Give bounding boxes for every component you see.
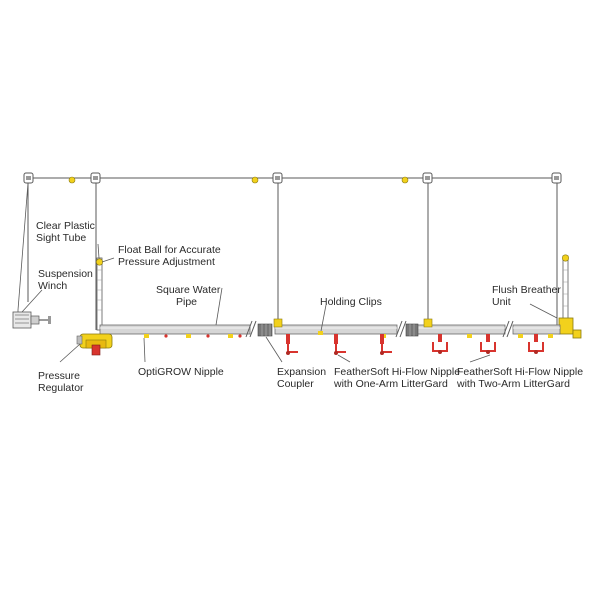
two-arm-littergard-icon [528, 334, 544, 354]
one-arm-littergard-icon [286, 334, 298, 355]
cable-clip-icon [251, 176, 259, 184]
holding-clip-icon [318, 331, 323, 335]
cable-clip-icon [68, 176, 76, 184]
expansion-coupler-icon [257, 323, 273, 337]
two-arm-littergard-icon [480, 334, 496, 354]
leader-line [59, 343, 81, 363]
label-holding-clips: Holding Clips [320, 296, 382, 308]
sight-tube-icon [96, 257, 104, 331]
water-pipe [99, 324, 251, 335]
leader-line [21, 289, 43, 313]
cable-clip-icon [401, 176, 409, 184]
expansion-coupler-icon [405, 323, 419, 337]
optigrow-nipple-icon [238, 334, 242, 338]
holding-clip-icon [186, 334, 191, 338]
optigrow-nipple-icon [206, 334, 210, 338]
leader-line [143, 337, 146, 363]
holding-clip-icon [228, 334, 233, 338]
leader-line [337, 354, 351, 363]
pipe-saddle-icon [273, 318, 283, 328]
holding-clip-icon [467, 334, 472, 338]
leader-line [469, 354, 491, 363]
leader-line [320, 304, 327, 332]
pipe-break-icon [395, 320, 407, 338]
leader-line [265, 336, 283, 363]
pulley-icon [272, 172, 283, 184]
pulley-icon [551, 172, 562, 184]
pulley-icon [422, 172, 433, 184]
winch-cable [17, 182, 29, 311]
flush-breather-icon [558, 254, 582, 339]
water-pipe [274, 324, 398, 335]
pulley-icon [90, 172, 101, 184]
leader-line [215, 287, 223, 326]
leader-line [101, 257, 115, 263]
leader-lines [21, 243, 558, 363]
suspension-winch-icon [12, 311, 51, 329]
holding-clip-icon [518, 334, 523, 338]
holding-clip-icon [548, 334, 553, 338]
pulley-icon [23, 172, 34, 184]
leader-line [97, 243, 100, 259]
pipe-break-icon [245, 320, 257, 338]
leader-line [529, 303, 558, 319]
optigrow-nipple-icon [164, 334, 168, 338]
two-arm-littergard-icon [432, 334, 448, 354]
water-pipe [512, 324, 561, 335]
label-optigrow-nipple: OptiGROW Nipple [138, 366, 224, 378]
pipe-saddle-icon [423, 318, 433, 328]
one-arm-littergard-icon [380, 334, 392, 355]
one-arm-littergard-icon [334, 334, 346, 355]
holding-clip-icon [144, 334, 149, 338]
pressure-regulator-icon [76, 333, 113, 356]
pipe-break-icon [502, 320, 514, 338]
